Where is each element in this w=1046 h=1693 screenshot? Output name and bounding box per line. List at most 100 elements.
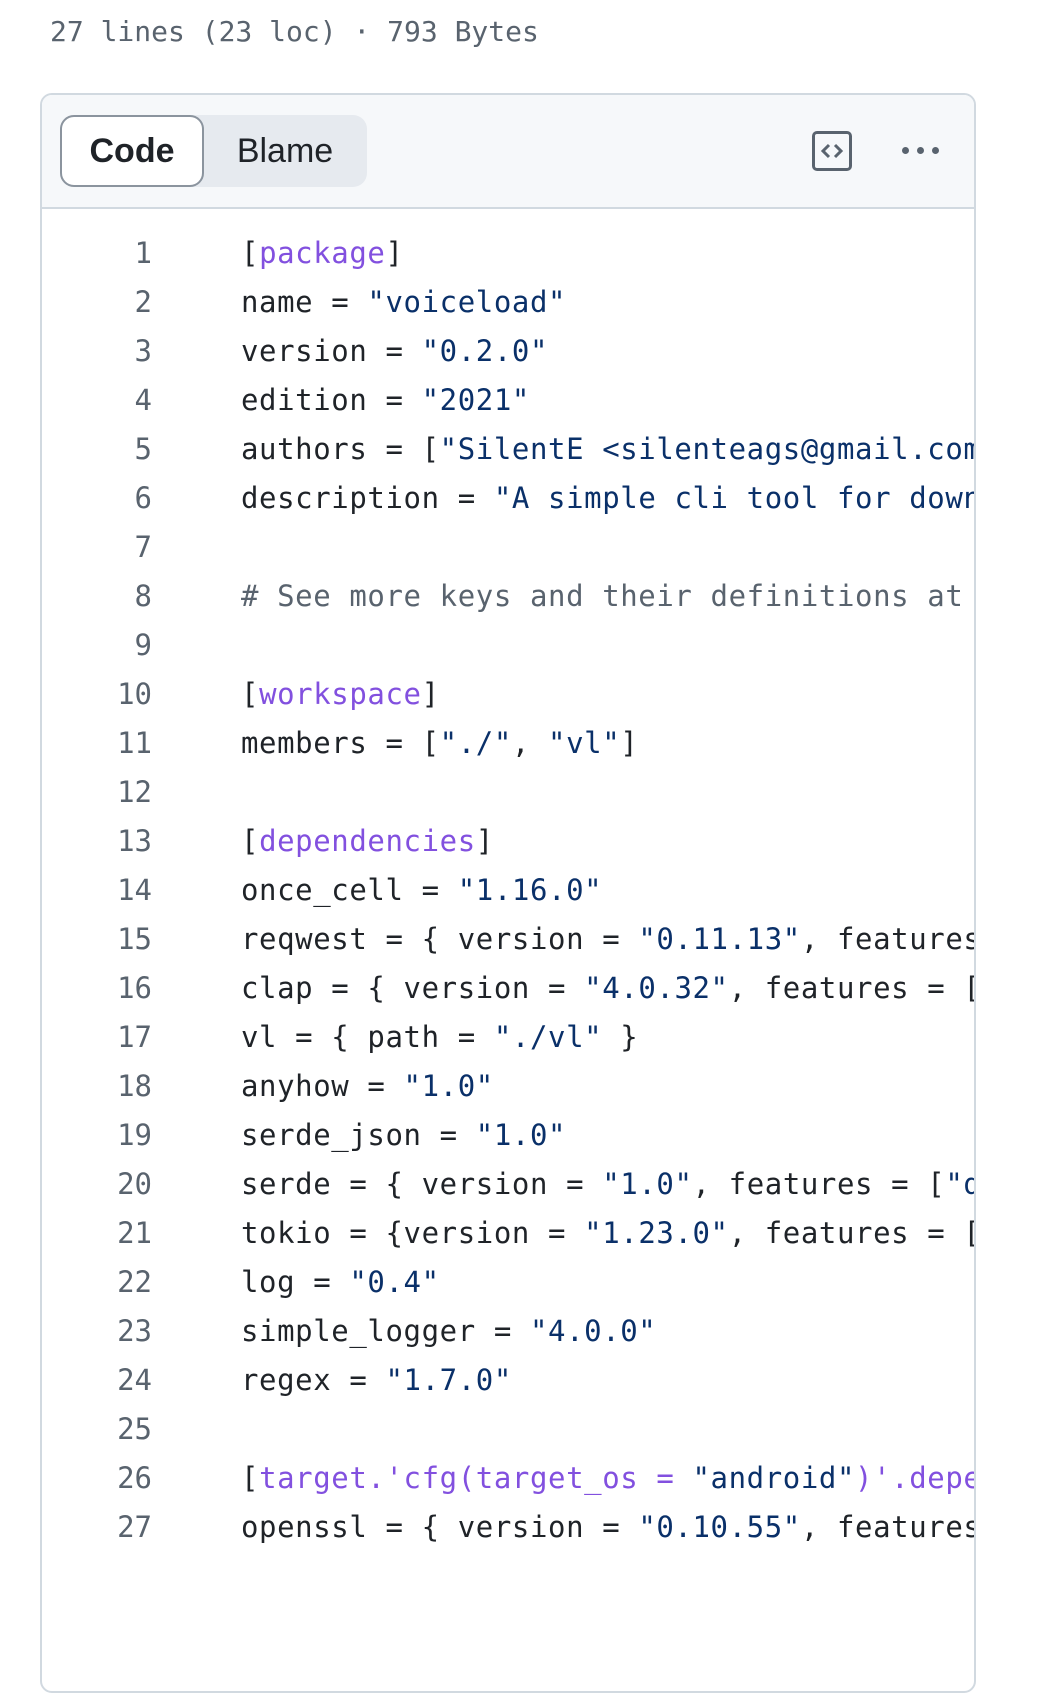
line-number[interactable]: 20	[117, 1167, 152, 1201]
line-number[interactable]: 4	[134, 383, 152, 417]
line-number[interactable]: 6	[134, 481, 152, 515]
code-token: ]	[385, 236, 404, 270]
code-token: "1.23.0"	[584, 1216, 729, 1250]
code-line: 25	[42, 1405, 974, 1454]
code-token: workspace	[259, 677, 422, 711]
file-toolbar: Code Blame	[42, 95, 974, 209]
code-line: 21 tokio = {version = "1.23.0", features …	[42, 1209, 974, 1258]
code-line: 9	[42, 621, 974, 670]
code-token: )'.deper	[855, 1461, 974, 1495]
code-line: 2 name = "voiceload"	[42, 278, 974, 327]
code-token: , features = [	[728, 971, 976, 1005]
code-token: ,	[511, 726, 549, 760]
code-token: , features = [	[728, 1216, 976, 1250]
code-token: description =	[241, 481, 494, 515]
line-number[interactable]: 9	[134, 628, 152, 662]
file-viewer: Code Blame 1[package] 2 name = "voiceload"…	[40, 93, 976, 1693]
line-number[interactable]: 1	[134, 236, 152, 270]
code-token: regex =	[241, 1363, 386, 1397]
code-token: , features = [	[692, 1167, 946, 1201]
code-line: 13 [dependencies]	[42, 817, 974, 866]
code-token: dependencies	[259, 824, 476, 858]
code-token: target.	[259, 1461, 386, 1495]
line-number[interactable]: 3	[134, 334, 152, 368]
line-content: serde_json = "1.0"	[241, 1111, 566, 1160]
code-token: "vl"	[548, 726, 621, 760]
code-token: ]	[475, 824, 494, 858]
code-token: "./vl"	[493, 1020, 603, 1054]
tab-blame[interactable]: Blame	[236, 132, 334, 170]
code-token: "1.0"	[602, 1167, 693, 1201]
line-number[interactable]: 23	[117, 1314, 152, 1348]
code-token: "SilentE <silenteags@gmail.com>	[439, 432, 976, 466]
code-token: version =	[241, 334, 422, 368]
line-number[interactable]: 18	[117, 1069, 152, 1103]
code-token: serde = { version =	[241, 1167, 603, 1201]
line-number[interactable]: 13	[117, 824, 152, 858]
line-number[interactable]: 5	[134, 432, 152, 466]
code-token: log =	[241, 1265, 350, 1299]
code-token: "0.4"	[349, 1265, 440, 1299]
line-number[interactable]: 19	[117, 1118, 152, 1152]
line-number[interactable]: 10	[117, 677, 152, 711]
line-content: regex = "1.7.0"	[241, 1356, 512, 1405]
code-token: "4.0.0"	[529, 1314, 657, 1348]
line-content: members = ["./", "vl"]	[241, 719, 638, 768]
line-number[interactable]: 17	[117, 1020, 152, 1054]
code-line: 11 members = ["./", "vl"]	[42, 719, 974, 768]
line-number[interactable]: 26	[117, 1461, 152, 1495]
code-token: reqwest = { version =	[241, 922, 639, 956]
view-switcher: Code Blame	[60, 115, 367, 187]
code-token: "1.0"	[475, 1118, 567, 1152]
line-content: edition = "2021"	[241, 376, 530, 425]
line-number[interactable]: 21	[117, 1216, 152, 1250]
line-number[interactable]: 8	[134, 579, 152, 613]
line-content: name = "voiceload"	[241, 278, 566, 327]
line-content: [target.'cfg(target_os = "android")'.dep…	[241, 1454, 974, 1503]
line-number[interactable]: 12	[117, 775, 152, 809]
code-line: 12	[42, 768, 974, 817]
code-token: openssl = { version =	[241, 1510, 639, 1544]
line-number[interactable]: 25	[117, 1412, 152, 1446]
code-token: "0.11.13"	[638, 922, 801, 956]
line-content: description = "A simple cli tool for dow…	[241, 474, 974, 523]
code-token: [	[241, 824, 260, 858]
code-token: "1.0"	[403, 1069, 494, 1103]
file-meta: 27 lines (23 loc) · 793 Bytes	[50, 15, 539, 48]
code-token: "./"	[439, 726, 512, 760]
line-content: vl = { path = "./vl" }	[241, 1013, 638, 1062]
code-token: "4.0.32"	[584, 971, 729, 1005]
line-number[interactable]: 2	[134, 285, 152, 319]
line-number[interactable]: 24	[117, 1363, 152, 1397]
tab-code[interactable]: Code	[60, 115, 204, 187]
code-line: 5 authors = ["SilentE <silenteags@gmail.c…	[42, 425, 974, 474]
code-token: tokio = {version =	[241, 1216, 585, 1250]
code-token: 'cfg(target_os =	[385, 1461, 693, 1495]
line-number[interactable]: 14	[117, 873, 152, 907]
code-token: anyhow =	[241, 1069, 404, 1103]
code-line: 7	[42, 523, 974, 572]
code-line: 8 # See more keys and their definitions a…	[42, 572, 974, 621]
code-square-icon[interactable]	[812, 131, 852, 171]
code-token: vl = { path =	[241, 1020, 494, 1054]
line-number[interactable]: 11	[117, 726, 152, 760]
code-token: simple_logger =	[241, 1314, 530, 1348]
line-number[interactable]: 22	[117, 1265, 152, 1299]
code-line: 22 log = "0.4"	[42, 1258, 974, 1307]
line-content: authors = ["SilentE <silenteags@gmail.co…	[241, 425, 976, 474]
code-token: [	[241, 677, 260, 711]
kebab-horizontal-icon[interactable]	[898, 135, 942, 165]
code-token: [	[241, 1461, 260, 1495]
line-number[interactable]: 7	[134, 530, 152, 564]
line-number[interactable]: 16	[117, 971, 152, 1005]
code-line: 1[package]	[42, 229, 974, 278]
code-token: # See more keys and their definitions at…	[241, 579, 976, 613]
line-number[interactable]: 15	[117, 922, 152, 956]
line-number[interactable]: 27	[117, 1510, 152, 1544]
code-token: "1.7.0"	[385, 1363, 512, 1397]
